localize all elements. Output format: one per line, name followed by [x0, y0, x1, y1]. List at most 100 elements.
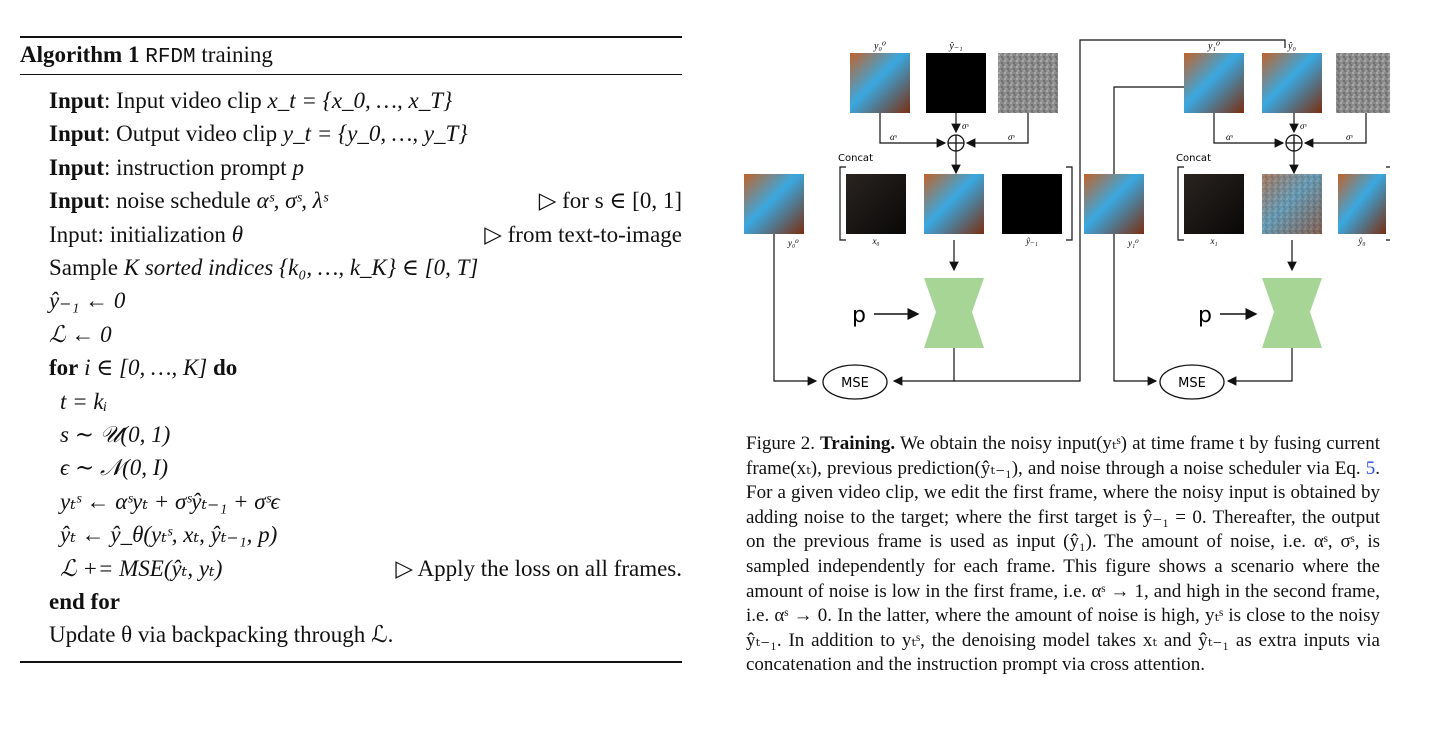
- mse-label-left: MSE: [841, 376, 869, 391]
- label-y0-top: y₀⁰: [873, 41, 886, 52]
- algorithm-line: t = kᵢ: [60, 388, 107, 416]
- algorithm-keyword: Input: [49, 88, 104, 113]
- label-yhat0-bottom: ŷ₀: [1357, 236, 1365, 246]
- algorithm-math: ϵ ∼ 𝒩(0, I): [60, 455, 169, 481]
- caption-bold-title: Training.: [820, 433, 896, 454]
- mse-loss-right: [1159, 364, 1225, 400]
- algorithm-keyword: end for: [49, 589, 120, 614]
- algorithm-line: ℒ ← 0: [49, 321, 112, 349]
- algorithm-name-suffix: training: [201, 42, 273, 67]
- algorithm-math: x_t = {x_0, …, x_T}: [267, 88, 453, 113]
- algorithm-math: ŷₜ ← ŷ_θ(yₜˢ, xₜ, ŷₜ₋₁, p): [60, 522, 278, 548]
- algorithm-name: RFDM: [145, 46, 196, 69]
- algorithm-keyword: Input: [49, 188, 104, 214]
- algorithm-math: s ∼ 𝒰(0, 1): [60, 422, 171, 447]
- algorithm-math: ℒ += MSE(ŷₜ, yₜ): [60, 555, 223, 581]
- caption-eq-ref-link[interactable]: 5: [1365, 457, 1376, 479]
- prompt-label-right: p: [1198, 303, 1212, 328]
- label-sigma-mid-left: σˢ: [962, 121, 969, 131]
- algorithm-header: Algorithm 1 RFDM training: [20, 42, 273, 69]
- algorithm-math: p: [292, 154, 304, 180]
- caption-body: We obtain the noisy input(yₜˢ) at time f…: [746, 433, 1380, 479]
- label-yhat0-top: ŷ₀: [1287, 41, 1296, 52]
- recurrent-connection: [954, 39, 1286, 382]
- algorithm-line: ϵ ∼ 𝒩(0, I): [60, 454, 168, 482]
- concat-prev-prediction: [1002, 174, 1062, 234]
- algorithm-line: Input: instruction prompt p: [49, 154, 304, 182]
- noise-frame: [998, 53, 1058, 113]
- label-sigma-right-left: σˢ: [1008, 132, 1015, 142]
- algorithm-text: Update θ via backpacking through ℒ.: [49, 622, 394, 648]
- algorithm-math: θ: [231, 221, 243, 247]
- label-sigma-right-right: σˢ: [1346, 132, 1353, 142]
- algorithm-comment: ▷ from text-to-image: [484, 221, 682, 247]
- input-frame-x1: [1184, 174, 1244, 234]
- algorithm-text: Sample: [49, 255, 124, 280]
- algorithm-top-rule: [20, 36, 682, 38]
- prev-output-frame: [1262, 53, 1322, 113]
- algorithm-math: αˢ, σˢ, λˢ: [256, 188, 328, 214]
- algorithm-comment: ▷ Apply the loss on all frames.: [395, 555, 682, 581]
- algorithm-keyword: for: [49, 355, 79, 381]
- algorithm-math: ŷ₋₁ ← 0: [49, 288, 126, 314]
- side-target-y0: [744, 174, 804, 234]
- algorithm-line: Update θ via backpacking through ℒ.: [49, 621, 393, 649]
- training-diagram: y₀⁰ ŷ₋₁ αˢ σˢ σˢ Concat x₀ ŷ₋₁ y₀⁰: [744, 39, 1390, 400]
- algorithm-line: s ∼ 𝒰(0, 1): [60, 421, 170, 449]
- algorithm-text: Input: initialization: [49, 221, 232, 247]
- algorithm-text: : Output video clip: [103, 121, 283, 147]
- input-frame-x0: [846, 174, 906, 234]
- algorithm-text: : noise schedule: [103, 188, 257, 214]
- target-frame-y0: [850, 53, 910, 113]
- label-y0-side: y₀⁰: [787, 238, 799, 248]
- noise-frame-right: [1336, 53, 1390, 113]
- algorithm-text: : instruction prompt: [103, 154, 293, 180]
- right-panel: y₁⁰ ŷ₀ αˢ σˢ σˢ Concat x₁ ŷ₀ y₁⁰ p: [1084, 41, 1390, 400]
- caption-prefix: Figure 2.: [746, 433, 815, 454]
- algorithm-math: i ∈ [0, …, K]: [84, 355, 208, 381]
- denoising-unet-left: [924, 278, 984, 348]
- label-y1-top: y₁⁰: [1207, 41, 1220, 52]
- algorithm-header-rule: [20, 74, 682, 75]
- side-target-y1: [1084, 174, 1144, 234]
- label-yhat-top: ŷ₋₁: [948, 41, 962, 52]
- algorithm-line: Sample K sorted indices {k₀, …, k_K} ∈ […: [49, 254, 478, 282]
- prompt-label-left: p: [852, 303, 866, 328]
- concat-label-right: Concat: [1176, 153, 1211, 164]
- label-yhat-bottom: ŷ₋₁: [1025, 236, 1038, 246]
- concat-prev-output: [1338, 174, 1386, 234]
- figure-caption: Figure 2. Training. We obtain the noisy …: [746, 432, 1380, 678]
- label-alpha-right: αˢ: [1226, 132, 1234, 142]
- algorithm-line: ℒ += MSE(ŷₜ, yₜ): [60, 555, 222, 583]
- mse-label-right: MSE: [1178, 376, 1206, 391]
- algorithm-keyword: Input: [49, 121, 104, 147]
- caption-body-continued: . For a given video clip, we edit the fi…: [746, 457, 1380, 676]
- left-panel: y₀⁰ ŷ₋₁ αˢ σˢ σˢ Concat x₀ ŷ₋₁ y₀⁰: [744, 41, 1073, 400]
- algorithm-comment: ▷ for s ∈ [0, 1]: [538, 188, 682, 214]
- mse-loss-left: [822, 364, 888, 400]
- algorithm-line: for i ∈ [0, …, K] do: [49, 354, 237, 382]
- label-alpha-left: αˢ: [890, 132, 898, 142]
- algorithm-line: ŷₜ ← ŷ_θ(yₜˢ, xₜ, ŷₜ₋₁, p): [60, 521, 277, 549]
- algorithm-math: y_t = {y_0, …, y_T}: [282, 121, 468, 147]
- algorithm-keyword: Input: [49, 154, 104, 180]
- algorithm-math: K sorted indices {k₀, …, k_K} ∈ [0, T]: [123, 255, 479, 280]
- algorithm-text: : Input video clip: [103, 88, 268, 113]
- concat-label-left: Concat: [838, 153, 873, 164]
- algorithm-line: Input: Input video clip x_t = {x_0, …, x…: [49, 87, 452, 115]
- algorithm-keyword: do: [207, 355, 238, 381]
- algorithm-line: Input: noise schedule αˢ, σˢ, λˢ: [49, 187, 328, 215]
- algorithm-math: ℒ ← 0: [49, 321, 112, 347]
- label-sigma-mid-right: σˢ: [1300, 121, 1307, 131]
- algorithm-label: Algorithm 1: [20, 42, 140, 67]
- algorithm-line: ŷ₋₁ ← 0: [49, 287, 125, 315]
- algorithm-line: end for: [49, 588, 120, 616]
- algorithm-math: yₜˢ ← αˢyₜ + σˢŷₜ₋₁ + σˢϵ: [60, 488, 280, 514]
- algorithm-math: t = kᵢ: [60, 388, 108, 414]
- algorithm-line: Input: initialization θ: [49, 221, 243, 249]
- algorithm-line: Input: Output video clip y_t = {y_0, …, …: [49, 120, 468, 148]
- label-x0: x₀: [871, 236, 879, 246]
- label-x1: x₁: [1209, 236, 1217, 246]
- algorithm-bottom-rule: [20, 661, 682, 663]
- target-frame-y1: [1184, 53, 1244, 113]
